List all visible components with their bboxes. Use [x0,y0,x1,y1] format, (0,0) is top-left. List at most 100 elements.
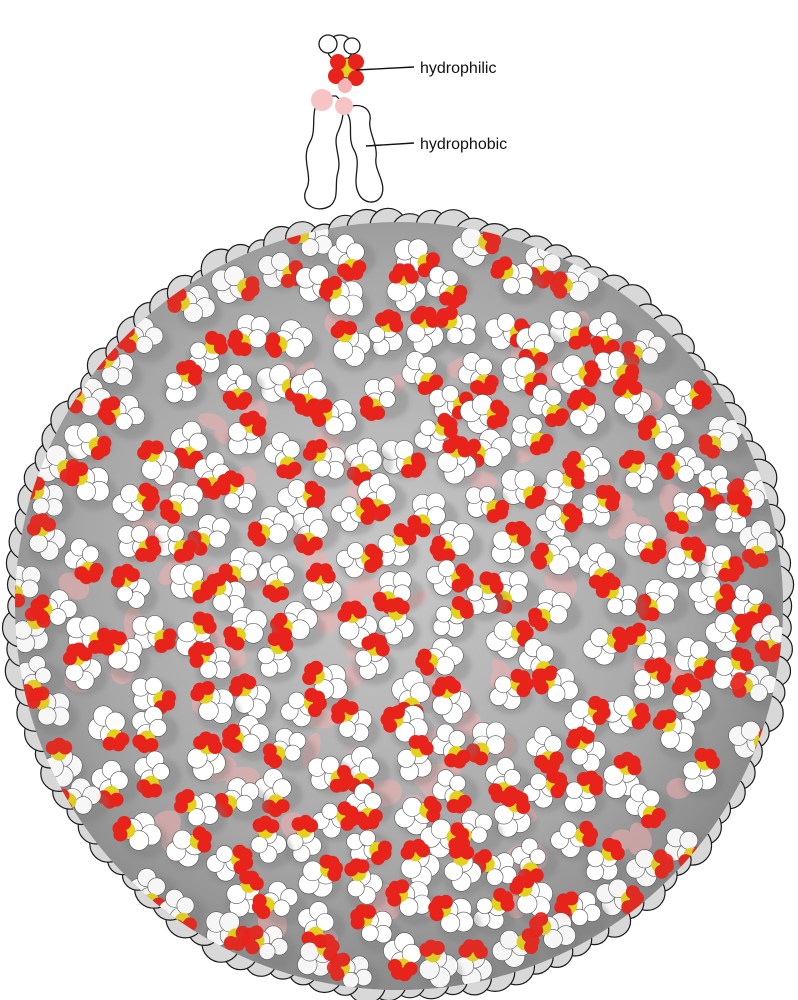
surfactant-head [618,449,667,502]
oxygen-atom [631,715,646,730]
surfactant-head [248,815,293,869]
oxygen-atom [402,531,417,546]
surfactant-head [434,306,487,355]
surfactant-head [228,673,278,725]
surfactant-head [561,770,606,819]
oxygen-atom [371,851,386,865]
hydrogen-atom [590,628,610,648]
surfactant-head [492,928,540,971]
oxygen-atom [628,381,643,396]
oxygen-atom [470,380,485,395]
surfactant-head [680,747,725,798]
surfactant-head [625,849,674,890]
oxygen-atom [606,576,621,591]
hydrogen-atom [226,884,247,904]
hydrogen-atom [258,943,276,960]
hydrogen-atom [333,339,354,360]
oxygen-atom [630,450,645,465]
hydrogen-atom [272,778,292,798]
hydrogen-atom [565,781,583,799]
surfactant-head [688,576,737,617]
surfactant-head [428,894,482,942]
hydrogen-atom [509,584,528,603]
hydrogen-atom [529,773,547,791]
hydrogen-atom [145,615,164,634]
surfactant-head [165,826,212,870]
surfactant-head [602,751,647,803]
oxygen-atom [229,329,243,344]
surfactant-head [366,309,410,362]
hydrogen-atom [499,929,520,950]
oxygen-atom [102,736,117,751]
surfactant-head [63,422,112,463]
oxygen-atom [304,818,319,833]
surfactant-head [309,398,364,444]
surfactant-head [87,705,137,752]
oxygen-atom [359,395,374,410]
interior-tint-blob [629,822,653,851]
surfactant-head [302,439,355,489]
hydrogen-atom [396,749,416,768]
surfactant-head [465,486,511,524]
surfactant-head [62,642,108,696]
hydrogen-atom [223,492,241,509]
surfactant-head [550,820,598,861]
surfactant-head [170,420,219,470]
oxygen-atom [226,723,241,738]
surfactant-head [652,709,703,760]
surfactant-head [337,600,383,653]
hydrogen-atom [432,694,453,716]
hydrogen-atom [581,493,600,511]
hydrogen-atom [466,584,484,602]
oxygen-atom [74,462,89,477]
oxygen-atom [132,734,147,749]
hydrogen-atom [470,826,488,844]
surfactant-head [664,536,709,585]
hydrogen-atom [346,242,365,262]
hydrogen-atom [400,857,422,879]
surfactant-head [345,782,394,831]
surfactant-head [509,874,560,925]
hydrogen-atom [675,379,692,397]
hydrogen-atom [624,471,642,488]
surfactant-head [169,563,217,604]
oxygen-atom [262,743,277,758]
surfactant-head [131,677,177,716]
surfactant-head [97,394,153,440]
hydrogen-atom [418,959,440,980]
oxygen-atom [404,269,419,284]
oxygen-atom [693,666,708,681]
hydrogen-atom [15,620,33,640]
hydrogen-atom [636,642,654,660]
oxygen-atom [265,819,280,834]
surfactant-head [137,440,185,491]
hydrogen-atom [569,408,588,427]
hydrogen-atom [548,554,570,576]
hydrogen-atom [756,532,777,552]
oxygen-atom [329,778,344,793]
surfactant-head [492,789,537,842]
hydrogen-atom [493,620,514,641]
oxygen-atom [419,741,434,756]
oxygen-atom [524,495,539,510]
hydrogen-atom [276,566,295,585]
surfactant-head [205,911,253,951]
surfactant-head [65,462,118,511]
oxygen-atom [564,518,579,533]
hydrogen-atom [340,496,358,514]
oxygen-atom [78,647,93,662]
surfactant-head [400,838,445,892]
hydrogen-atom [64,663,84,682]
oxygen-atom [180,789,195,803]
hydrogen-atom [570,747,589,766]
interior-tint-blob [198,412,227,431]
oxygen-atom [141,497,156,512]
oxygen-atom [200,681,215,695]
oxygen-atom [352,604,367,619]
hydrogen-atom [479,486,496,503]
oxygen-atom [732,672,747,687]
oxygen-atom [336,952,351,967]
hydrogen-atom [224,265,245,287]
surfactant-head [376,597,421,650]
hydrogen-atom [642,789,661,808]
